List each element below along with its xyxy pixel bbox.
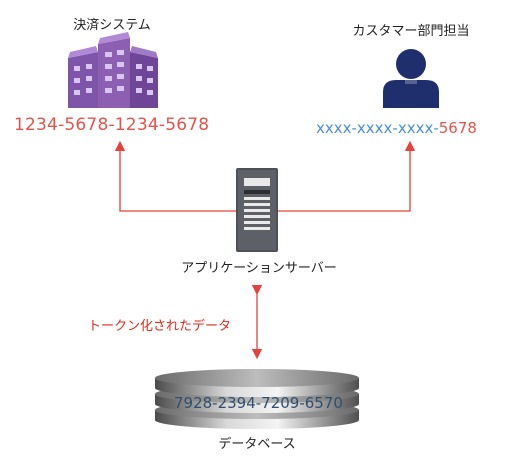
connector-lines xyxy=(114,140,416,360)
masked-digits: xxxx-xxxx-xxxx- xyxy=(316,119,439,137)
person-icon xyxy=(383,49,439,108)
server-icon xyxy=(236,168,278,252)
database-icon xyxy=(155,369,359,429)
tokenized-data-label: トークン化されたデータ xyxy=(88,319,232,334)
database-token-number: 7928-2394-7209-6570 xyxy=(174,394,343,412)
payment-card-number: 1234-5678-1234-5678 xyxy=(14,115,210,135)
visible-digits: 5678 xyxy=(438,119,477,137)
app-server-label: アプリケーションサーバー xyxy=(181,261,337,276)
building-icon xyxy=(68,32,158,108)
arrow-to-customer xyxy=(278,140,416,212)
database-label: データベース xyxy=(218,437,296,452)
arrow-to-payment xyxy=(114,140,236,212)
customer-card-number: xxxx-xxxx-xxxx-5678 xyxy=(316,119,477,137)
payment-system-label: 決済システム xyxy=(73,18,151,33)
customer-dept-label: カスタマー部門担当 xyxy=(352,24,470,39)
